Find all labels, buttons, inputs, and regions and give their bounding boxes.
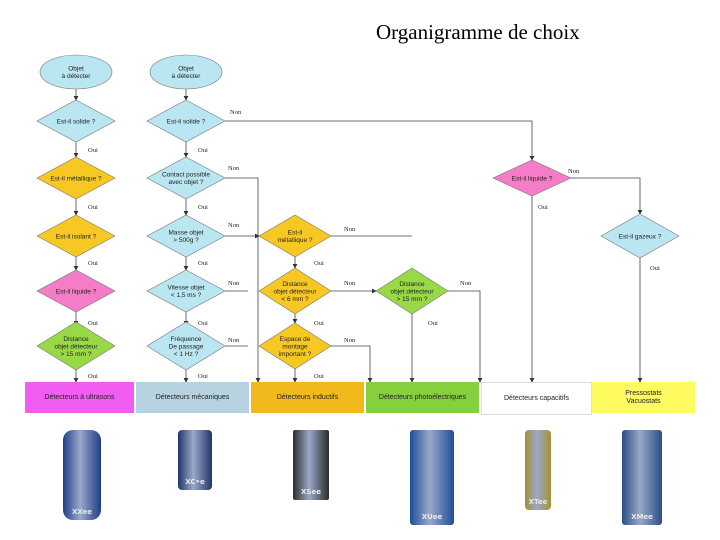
label-non-c3-2: Non [344, 280, 356, 287]
label-oui-c2-2: Oui [198, 204, 208, 211]
col2-diamond-vitesse: Vitesse objet< 1,5 ms ? [146, 269, 226, 313]
label-oui-gazeux: Oui [650, 265, 660, 272]
label-oui-right: Oui [538, 204, 548, 211]
col2-diamond-vitesse-text: Vitesse objet< 1,5 ms ? [167, 285, 204, 300]
label-oui-c2-4: Oui [198, 320, 208, 327]
col2-diamond-masse-text: Masse objet> 500g ? [168, 230, 203, 245]
label-oui-c3-1: Oui [314, 260, 324, 267]
right-diamond-liquide-text: Est-il liquide ? [512, 175, 553, 182]
label-non-c3-1: Non [344, 226, 356, 233]
label-non-c3-3: Non [344, 337, 356, 344]
label-non-right: Non [568, 168, 580, 175]
label-non-3: Non [228, 222, 240, 229]
col1-diamond-metallique-text: Est-il métallique ? [50, 175, 102, 182]
col1-diamond-metallique: Est-il métallique ? [36, 156, 116, 200]
col1-diamond-solide: Est-il solide ? [36, 99, 116, 143]
product-label: XUee [421, 513, 443, 521]
col1-diamond-liquide: Est-il liquide ? [36, 269, 116, 313]
col2-diamond-solide: Est-il solide ? [146, 99, 226, 143]
right-diamond-gazeux-text: Est-il gazeux ? [619, 233, 662, 240]
label-oui-c1-1: Oui [88, 147, 98, 154]
category-box: Détecteurs inductifs [251, 382, 364, 413]
photoelectric-sensor-icon [410, 430, 454, 525]
col1-diamond-isolant-text: Est-il isolant ? [56, 233, 97, 240]
edge-non-contact [225, 177, 261, 383]
product-label: XC•e [185, 478, 205, 486]
label-non-c4: Non [460, 280, 472, 287]
col2-diamond-masse: Masse objet> 500g ? [146, 214, 226, 258]
limit-switch-icon [178, 430, 212, 490]
label-oui-c2-1: Oui [198, 147, 208, 154]
product-label: XSee [301, 488, 321, 496]
label-oui-c1-2: Oui [88, 204, 98, 211]
product-label: XXee [71, 508, 93, 516]
label-oui-c1-4: Oui [88, 320, 98, 327]
right-diamond-gazeux: Est-il gazeux ? [600, 213, 680, 259]
product-label: XTee [528, 498, 548, 506]
label-oui-c1-3: Oui [88, 260, 98, 267]
category-box: Pressostats Vacuostats [592, 382, 695, 413]
col1-diamond-solide-text: Est-il solide ? [57, 118, 96, 125]
category-box: Détecteurs mécaniques [136, 382, 249, 413]
pressure-switch-icon [622, 430, 662, 525]
edge-non-liquide [571, 177, 643, 215]
edge-non-solide [225, 120, 535, 161]
col1-diamond-isolant: Est-il isolant ? [36, 214, 116, 258]
label-non-2: Non [228, 165, 240, 172]
label-oui-c2-5: Oui [198, 373, 208, 380]
diagram-title: Organigramme de choix [376, 20, 580, 44]
edge-non-col4 [448, 290, 483, 383]
col2-diamond-solide-text: Est-il solide ? [167, 118, 206, 125]
right-diamond-liquide: Est-il liquide ? [492, 159, 572, 197]
capacitive-sensor-icon [525, 430, 551, 510]
label-non-4: Non [228, 280, 240, 287]
label-non-1: Non [230, 109, 242, 116]
product-label: XMee [631, 513, 653, 521]
col1-diamond-liquide-text: Est-il liquide ? [56, 288, 97, 295]
label-non-5: Non [228, 337, 240, 344]
ultrasonic-sensor-icon [63, 430, 101, 520]
label-oui-c3-2: Oui [314, 320, 324, 327]
category-box: Détecteurs photoélectriques [366, 382, 479, 413]
category-box: Détecteurs capacitifs [481, 382, 592, 415]
inductive-sensor-icon [293, 430, 329, 500]
label-oui-c2-3: Oui [198, 260, 208, 267]
label-oui-c3-3: Oui [314, 373, 324, 380]
category-box: Détecteurs à ultrasons [25, 382, 134, 413]
label-oui-c4: Oui [428, 320, 438, 327]
edge-non-col3-espace [331, 345, 373, 383]
label-oui-c1-5: Oui [88, 373, 98, 380]
